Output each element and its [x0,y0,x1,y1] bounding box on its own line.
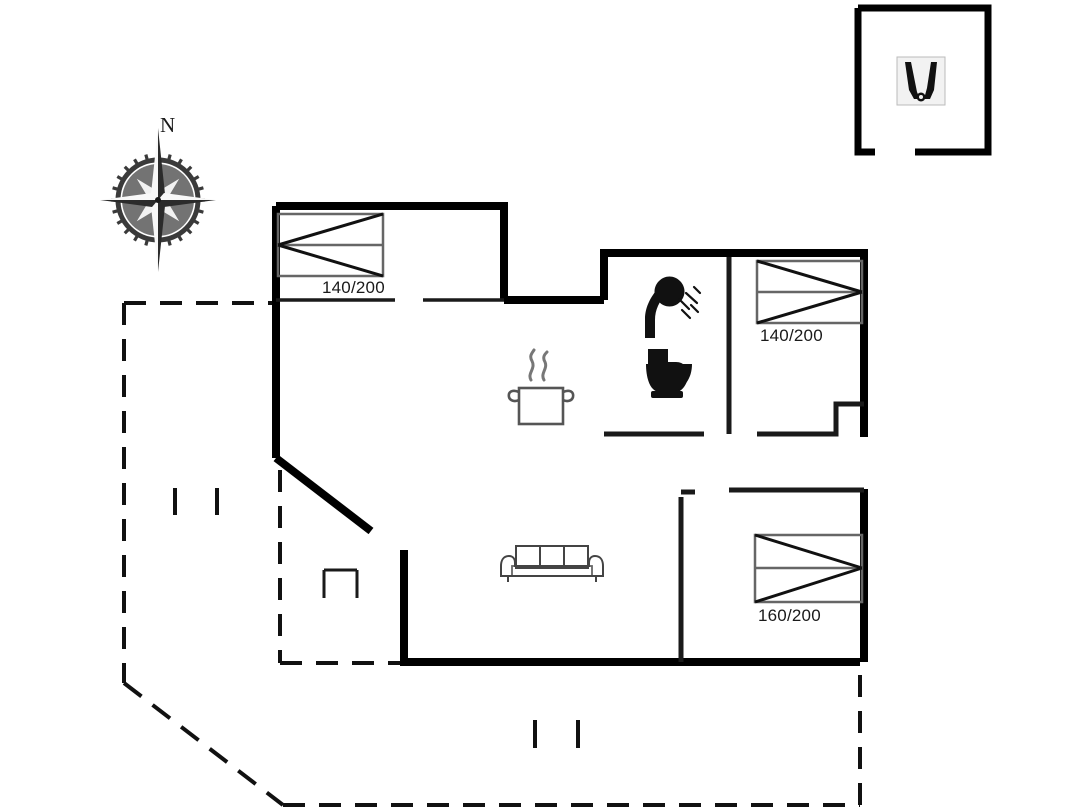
entrance-step [322,568,359,598]
bed-dimension-label-ne: 140/200 [760,326,823,345]
compass-north-label: N [160,113,176,137]
bed-dimension-label-se: 160/200 [758,606,821,625]
bed-icon-nw [276,212,385,278]
terrace-marks-left [173,488,219,515]
toilet-icon [646,349,692,398]
terrace-dashed-outline [122,301,862,807]
shed-outline [854,4,992,156]
compass-rose-icon [100,128,216,272]
house-walls [272,202,868,666]
terrace-marks-bottom [533,720,580,748]
garden-tools-icon [896,56,946,106]
cooking-pot-icon [507,348,575,426]
sofa-icon [500,545,604,582]
shower-icon [645,276,702,338]
bed-dimension-label-nw: 140/200 [322,278,385,297]
bed-icon-ne [755,259,864,325]
bed-icon-se [753,533,864,604]
